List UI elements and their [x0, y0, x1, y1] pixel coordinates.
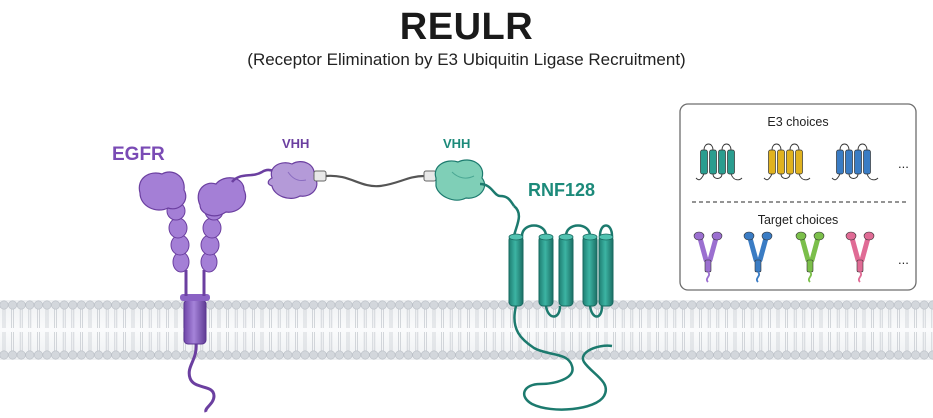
receptor-icon [693, 231, 723, 283]
cell-membrane [0, 300, 933, 360]
rnf128-helix [558, 235, 574, 307]
egfr-receptor [138, 168, 281, 413]
rnf128-helix [598, 235, 614, 307]
page-title: REULR [399, 6, 534, 48]
receptor-icon [795, 231, 825, 283]
vhh-right-nanobody [434, 159, 516, 207]
rnf128-e3-ligase [508, 205, 614, 411]
rnf128-helix [582, 235, 598, 307]
e3-choices-heading: E3 choices [767, 115, 828, 129]
target-more-ellipsis: ... [898, 252, 909, 267]
vhh-left-label: VHH [282, 136, 310, 151]
transmembrane-e3-icon [695, 143, 743, 181]
transmembrane-e3-icon [831, 143, 879, 181]
receptor-icon [743, 231, 773, 283]
page-subtitle: (Receptor Elimination by E3 Ubiquitin Li… [247, 50, 686, 69]
target-choices-heading: Target choices [758, 213, 839, 227]
egfr-label: EGFR [112, 144, 165, 165]
vhh-left-nanobody [267, 161, 318, 199]
receptor-icon [845, 231, 875, 283]
rnf128-helix [538, 235, 554, 307]
rnf128-label: RNF128 [528, 180, 596, 200]
transmembrane-e3-icon [763, 143, 811, 181]
rnf128-helix [508, 235, 524, 307]
e3-more-ellipsis: ... [898, 156, 909, 171]
vhh-right-label: VHH [443, 136, 471, 151]
choices-panel: E3 choices Target choices ... ... [679, 103, 917, 291]
vhh-linker [313, 170, 437, 188]
